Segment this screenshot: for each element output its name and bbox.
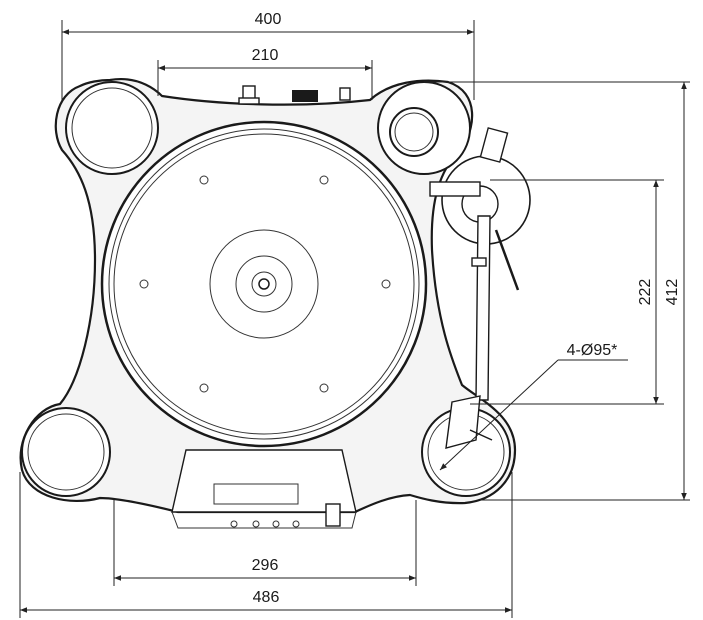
platter <box>100 120 428 448</box>
feet-diameter-callout: 4-Ø95* <box>439 342 628 471</box>
control-panel <box>171 449 357 529</box>
svg-text:222: 222 <box>637 279 654 306</box>
svg-text:4-Ø95*: 4-Ø95* <box>567 342 618 359</box>
dimension-right-outer: 412 <box>664 82 687 500</box>
rear-connector-left <box>238 85 260 105</box>
svg-text:296: 296 <box>252 557 279 574</box>
extension-lines <box>19 20 690 618</box>
svg-text:412: 412 <box>664 279 681 306</box>
dimension-top-inner: 210 <box>158 47 372 71</box>
foot-top-right <box>377 81 471 175</box>
platter-screw-holes <box>139 175 391 393</box>
dimension-top-outer: 400 <box>62 11 474 35</box>
dimension-bottom-inner: 296 <box>114 557 416 581</box>
foot-top-left <box>65 81 159 175</box>
svg-text:400: 400 <box>255 11 282 28</box>
rear-connector-power <box>292 90 318 102</box>
svg-text:210: 210 <box>252 47 279 64</box>
dimension-right-inner: 222 <box>637 180 659 404</box>
tonearm <box>429 127 531 449</box>
rear-connector-right <box>339 87 351 101</box>
dimension-bottom-outer: 486 <box>20 589 512 613</box>
svg-text:486: 486 <box>253 589 280 606</box>
foot-bottom-left <box>21 407 111 497</box>
